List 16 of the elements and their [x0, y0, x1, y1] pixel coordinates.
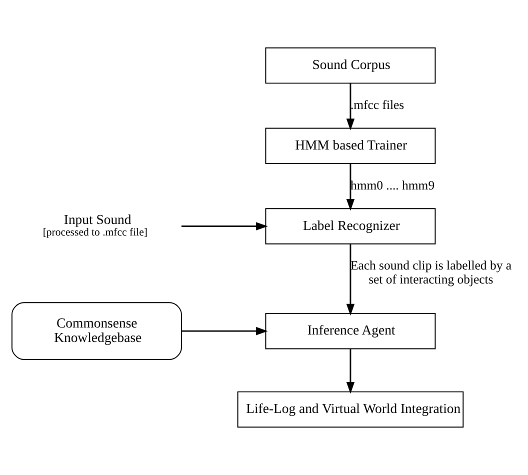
arrow: [346, 164, 355, 211]
arrow: [346, 349, 355, 394]
node-box: Commonsense Knowledgebase: [11, 302, 182, 360]
arrow: [346, 244, 355, 316]
node-box: Inference Agent: [265, 312, 436, 350]
node-text: Input Sound [processed to .mfcc file]: [42, 212, 148, 238]
node-box: Sound Corpus: [265, 47, 436, 84]
arrow: [346, 84, 355, 130]
arrow: [181, 326, 268, 336]
node-box: Label Recognizer: [265, 208, 436, 244]
node-box: Life-Log and Virtual World Integration: [237, 391, 464, 428]
edge-label: .mfcc files: [350, 98, 404, 112]
node-box: HMM based Trainer: [265, 128, 436, 164]
arrow: [181, 222, 268, 230]
edge-label: hmm0 .... hmm9: [350, 178, 435, 192]
edge-label: Each sound clip is labelled by a set of interacting objects: [350, 258, 512, 286]
